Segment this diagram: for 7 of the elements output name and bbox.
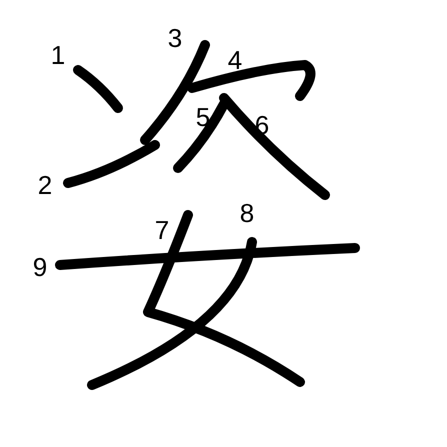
stroke-number: 8: [240, 200, 254, 226]
stroke-number: 1: [50, 42, 66, 68]
stroke-number: 9: [32, 254, 48, 280]
stroke-number: 7: [154, 217, 170, 243]
stroke-number: 2: [38, 172, 52, 198]
stroke-number: 4: [228, 47, 242, 73]
stroke-number: 3: [168, 25, 182, 51]
